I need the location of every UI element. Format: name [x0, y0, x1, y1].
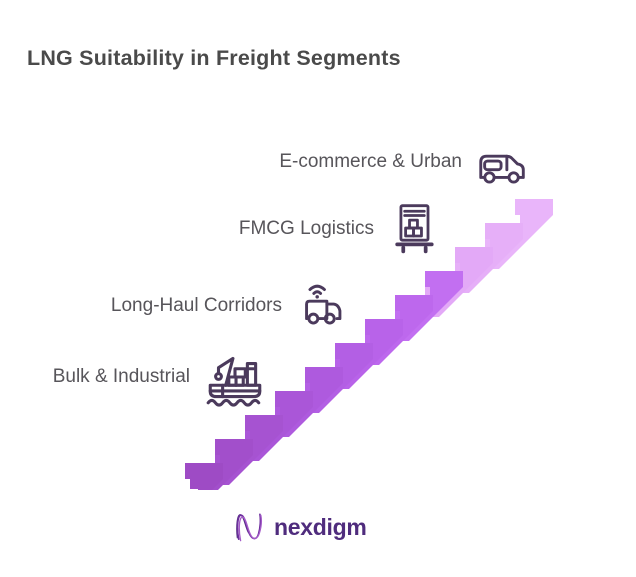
segment-row-longhaul: Long-Haul Corridors	[111, 274, 352, 338]
cargo-ship-icon	[206, 356, 262, 407]
segment-row-fmcg: FMCG Logistics	[239, 200, 442, 258]
nexdigm-logo-text: nexdigm	[274, 513, 367, 540]
delivery-van-icon	[479, 154, 525, 184]
segment-row-ecommerce: E-commerce & Urban	[279, 134, 532, 190]
segment-row-bulk: Bulk & Industrial	[53, 342, 268, 412]
segment-label: E-commerce & Urban	[279, 151, 462, 172]
nexdigm-logo: nexdigm	[234, 508, 367, 546]
segment-label: Long-Haul Corridors	[110, 295, 282, 316]
nexdigm-logo-mark-icon	[236, 513, 262, 542]
page-title: LNG Suitability in Freight Segments	[27, 46, 401, 70]
freight-trolley-icon	[395, 204, 434, 254]
segment-label: Bulk & Industrial	[52, 366, 190, 387]
connected-truck-icon	[305, 284, 342, 325]
segment-label: FMCG Logistics	[238, 218, 374, 239]
staircase-step-1	[185, 463, 223, 490]
